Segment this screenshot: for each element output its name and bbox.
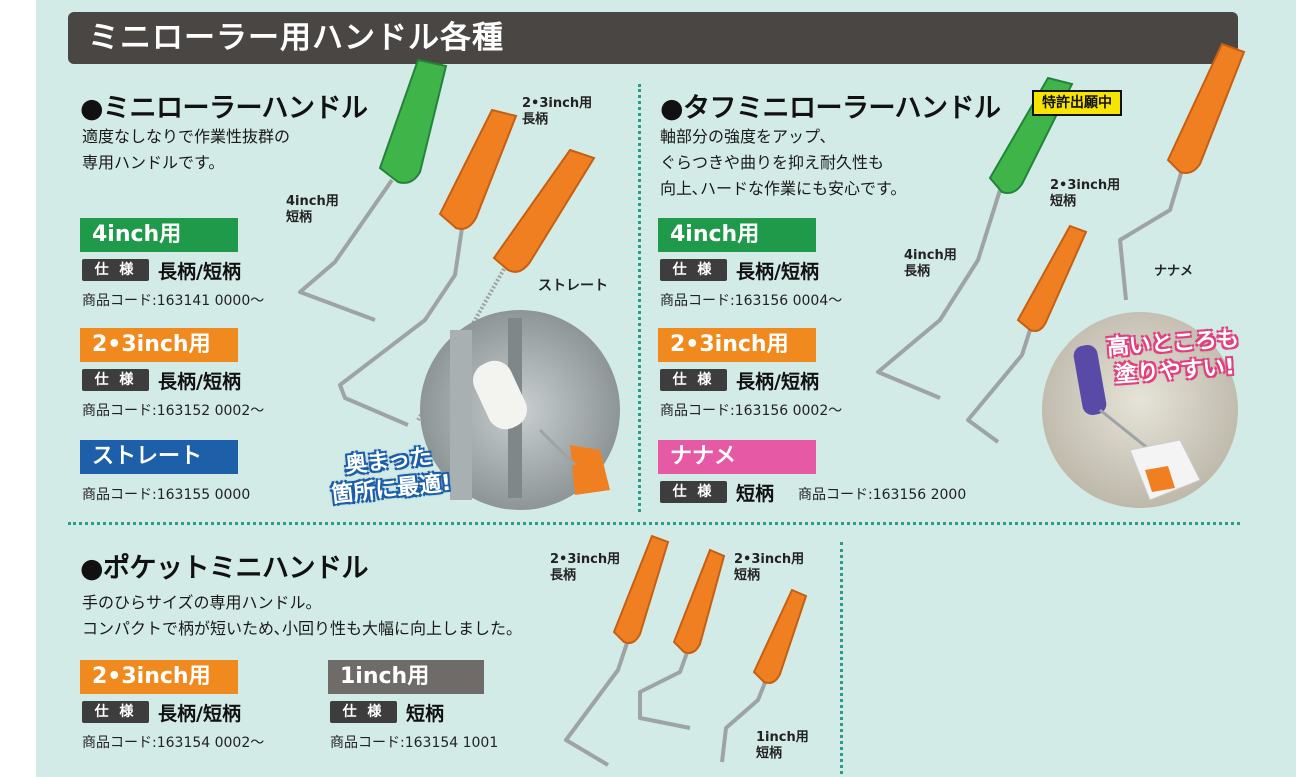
spec-tag: 仕 様 bbox=[660, 369, 727, 391]
page-title: ミニローラー用ハンドル各種 bbox=[88, 20, 504, 56]
spec-value: 長柄/短柄 bbox=[158, 260, 241, 283]
tough-callout: 高いところも 塗りやすい! bbox=[1106, 326, 1240, 389]
tough-23inch-illustration-label: 2•3inch用 短柄 bbox=[1050, 178, 1121, 209]
pocket-1inch-label: 1inch用 bbox=[328, 660, 484, 694]
tough-23inch-code: 商品コード:163156 0002〜 bbox=[660, 403, 843, 419]
tough-naname-code: 商品コード:163156 2000 bbox=[798, 487, 967, 503]
pocket-23inch-short-illustration-label: 2•3inch用 短柄 bbox=[734, 552, 805, 583]
tough-4inch-code: 商品コード:163156 0004〜 bbox=[660, 293, 843, 309]
tough-4inch-handle-illustration bbox=[876, 76, 1074, 400]
mini-4inch-handle-illustration bbox=[298, 58, 448, 322]
spec-value: 長柄/短柄 bbox=[158, 370, 241, 393]
tough-naname-spec: 仕 様 短柄 bbox=[660, 480, 775, 505]
spec-value: 短柄 bbox=[406, 702, 445, 725]
mini-straight-illustration-label: ストレート bbox=[538, 278, 608, 294]
spec-value: 短柄 bbox=[736, 482, 775, 505]
mini-23inch-handle-illustration bbox=[338, 108, 518, 427]
mini-straight-code: 商品コード:163155 0000 bbox=[82, 487, 251, 503]
tough-23inch-handle-illustration bbox=[966, 224, 1088, 444]
pocket-23inch-long-illustration-label: 2•3inch用 長柄 bbox=[550, 552, 621, 583]
divider-horizontal bbox=[68, 522, 1240, 525]
mini-4inch-spec: 仕 様 長柄/短柄 bbox=[82, 258, 241, 283]
pocket-1inch-illustration-label: 1inch用 短柄 bbox=[756, 730, 809, 761]
pocket-1inch-code: 商品コード:163154 1001 bbox=[330, 735, 499, 751]
spec-tag: 仕 様 bbox=[660, 259, 727, 281]
spec-tag: 仕 様 bbox=[660, 481, 727, 503]
mini-section-title: ●ミニローラーハンドル bbox=[80, 93, 368, 124]
pocket-1inch-spec: 仕 様 短柄 bbox=[330, 700, 445, 725]
mini-23inch-spec: 仕 様 長柄/短柄 bbox=[82, 368, 241, 393]
pocket-23inch-short-illustration bbox=[638, 548, 726, 730]
mini-description: 適度なしなりで作業性抜群の 専用ハンドルです。 bbox=[82, 127, 291, 172]
pocket-23inch-long-illustration bbox=[564, 534, 670, 767]
tough-naname-illustration-label: ナナメ bbox=[1154, 264, 1194, 279]
tough-description: 軸部分の強度をアップ、 ぐらつきや曲りを抑え耐久性も 向上､ハードな作業にも安心… bbox=[660, 127, 907, 198]
pocket-23inch-label: 2•3inch用 bbox=[80, 660, 238, 694]
spec-value: 長柄/短柄 bbox=[736, 260, 819, 283]
tough-4inch-spec: 仕 様 長柄/短柄 bbox=[660, 258, 819, 283]
tough-23inch-spec: 仕 様 長柄/短柄 bbox=[660, 368, 819, 393]
pocket-23inch-spec: 仕 様 長柄/短柄 bbox=[82, 700, 241, 725]
tough-naname-handle-illustration bbox=[1118, 42, 1246, 301]
tough-naname-label: ナナメ bbox=[658, 440, 816, 474]
mini-straight-handle-illustration bbox=[416, 148, 596, 421]
pocket-description: 手のひらサイズの専用ハンドル。 コンパクトで柄が短いため､小回り性も大幅に向上し… bbox=[82, 593, 523, 638]
mini-4inch-label: 4inch用 bbox=[80, 218, 238, 252]
spec-tag: 仕 様 bbox=[82, 369, 149, 391]
mini-4inch-code: 商品コード:163141 0000〜 bbox=[82, 293, 265, 309]
mini-23inch-code: 商品コード:163152 0002〜 bbox=[82, 403, 265, 419]
pocket-section-title: ●ポケットミニハンドル bbox=[80, 553, 369, 584]
tough-4inch-illustration-label: 4inch用 長柄 bbox=[904, 248, 957, 279]
mini-usage-photo bbox=[420, 310, 620, 510]
tough-4inch-label: 4inch用 bbox=[658, 218, 816, 252]
tough-usage-photo bbox=[1042, 312, 1238, 508]
page-title-banner: ミニローラー用ハンドル各種 bbox=[68, 12, 1238, 64]
divider-vertical-bottom bbox=[840, 542, 843, 774]
spec-value: 長柄/短柄 bbox=[736, 370, 819, 393]
spec-tag: 仕 様 bbox=[82, 259, 149, 281]
spec-tag: 仕 様 bbox=[330, 701, 397, 723]
mini-4inch-illustration-label: 4inch用 短柄 bbox=[286, 194, 339, 225]
mini-straight-label: ストレート bbox=[80, 440, 238, 474]
patent-pending-badge: 特許出願中 bbox=[1032, 90, 1122, 116]
mini-23inch-label: 2•3inch用 bbox=[80, 328, 238, 362]
spec-value: 長柄/短柄 bbox=[158, 702, 241, 725]
divider-vertical-top bbox=[638, 84, 641, 512]
pocket-23inch-code: 商品コード:163154 0002〜 bbox=[82, 735, 265, 751]
spec-tag: 仕 様 bbox=[82, 701, 149, 723]
tough-section-title: ●タフミニローラーハンドル bbox=[660, 93, 1001, 124]
tough-23inch-label: 2•3inch用 bbox=[658, 328, 816, 362]
pocket-1inch-short-illustration bbox=[720, 588, 808, 763]
mini-23inch-illustration-label: 2•3inch用 長柄 bbox=[522, 96, 593, 127]
